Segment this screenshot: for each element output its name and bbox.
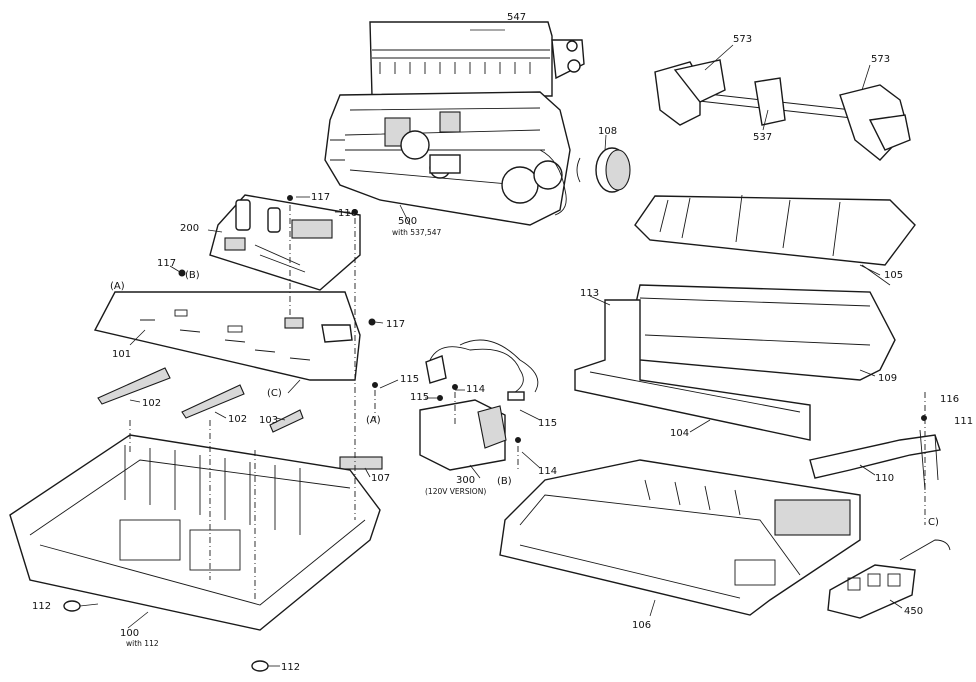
part-300-transformer xyxy=(419,339,539,471)
part-106-upper-case xyxy=(499,459,861,616)
part-109-top-cover xyxy=(629,284,896,381)
label-113: 113 xyxy=(580,288,599,299)
part-102-spring-a xyxy=(97,367,171,405)
label-109: 109 xyxy=(878,373,897,384)
label-537: 537 xyxy=(753,132,772,143)
label-b-mid: (B) xyxy=(497,476,512,487)
label-117-top: 117 xyxy=(311,192,330,203)
label-500-note: with 537,547 xyxy=(392,228,442,237)
label-102-right: 102 xyxy=(228,414,247,425)
label-112-left: 112 xyxy=(32,601,51,612)
label-108: 108 xyxy=(598,126,617,137)
part-547-cover xyxy=(369,21,585,97)
part-573-tractor-assembly xyxy=(654,59,911,161)
part-450-control-panel xyxy=(827,539,951,619)
label-114-bottom: 114 xyxy=(538,466,557,477)
part-107-bracket xyxy=(339,456,383,470)
leader-lines xyxy=(79,29,903,667)
part-104-paper-guide xyxy=(574,299,811,441)
label-115-left: 115 xyxy=(400,374,419,385)
label-573-left: 573 xyxy=(733,34,752,45)
label-102-left: 102 xyxy=(142,398,161,409)
label-115-mid: 115 xyxy=(410,392,429,403)
part-102-spring-b xyxy=(181,384,245,419)
part-200-circuit-board xyxy=(209,194,361,291)
label-547: 547 xyxy=(507,12,526,23)
part-110-cable xyxy=(809,392,941,525)
part-103-spring xyxy=(269,409,304,433)
part-108-knob xyxy=(576,147,631,193)
label-c-left: (C) xyxy=(267,388,282,399)
label-300-note: (120V VERSION) xyxy=(425,487,486,496)
part-105-paper-separator xyxy=(634,194,916,286)
label-106: 106 xyxy=(632,620,651,631)
label-573-right: 573 xyxy=(871,54,890,65)
label-105: 105 xyxy=(884,270,903,281)
label-103: 103 xyxy=(259,415,278,426)
label-a-top: (A) xyxy=(110,281,125,292)
label-107: 107 xyxy=(371,473,390,484)
label-111: 111 xyxy=(954,416,973,427)
label-101: 101 xyxy=(112,349,131,360)
part-labels: 547 573 573 537 108 500 with 537,547 116… xyxy=(32,12,973,673)
label-300: 300 xyxy=(456,475,475,486)
label-200: 200 xyxy=(180,223,199,234)
part-500-printer-mechanism xyxy=(324,91,571,226)
label-c-right: C) xyxy=(928,517,939,528)
label-500: 500 xyxy=(398,216,417,227)
assembly-lines xyxy=(289,205,519,520)
label-114-top: 114 xyxy=(466,384,485,395)
label-110: 110 xyxy=(875,473,894,484)
label-117-right: 117 xyxy=(386,319,405,330)
label-a-mid: (A) xyxy=(366,415,381,426)
part-101-base-plate xyxy=(93,291,361,381)
screws xyxy=(178,195,927,443)
label-115-right: 115 xyxy=(538,418,557,429)
label-116-right: 116 xyxy=(940,394,959,405)
label-100-note: with 112 xyxy=(126,639,159,648)
label-450: 450 xyxy=(904,606,923,617)
label-112-bottom: 112 xyxy=(281,662,300,673)
label-117-left: 117 xyxy=(157,258,176,269)
label-b-top: (B) xyxy=(185,270,200,281)
part-100-lower-case xyxy=(9,420,381,672)
label-104: 104 xyxy=(670,428,689,439)
label-116-top: 116 xyxy=(338,208,357,219)
label-100: 100 xyxy=(120,628,139,639)
